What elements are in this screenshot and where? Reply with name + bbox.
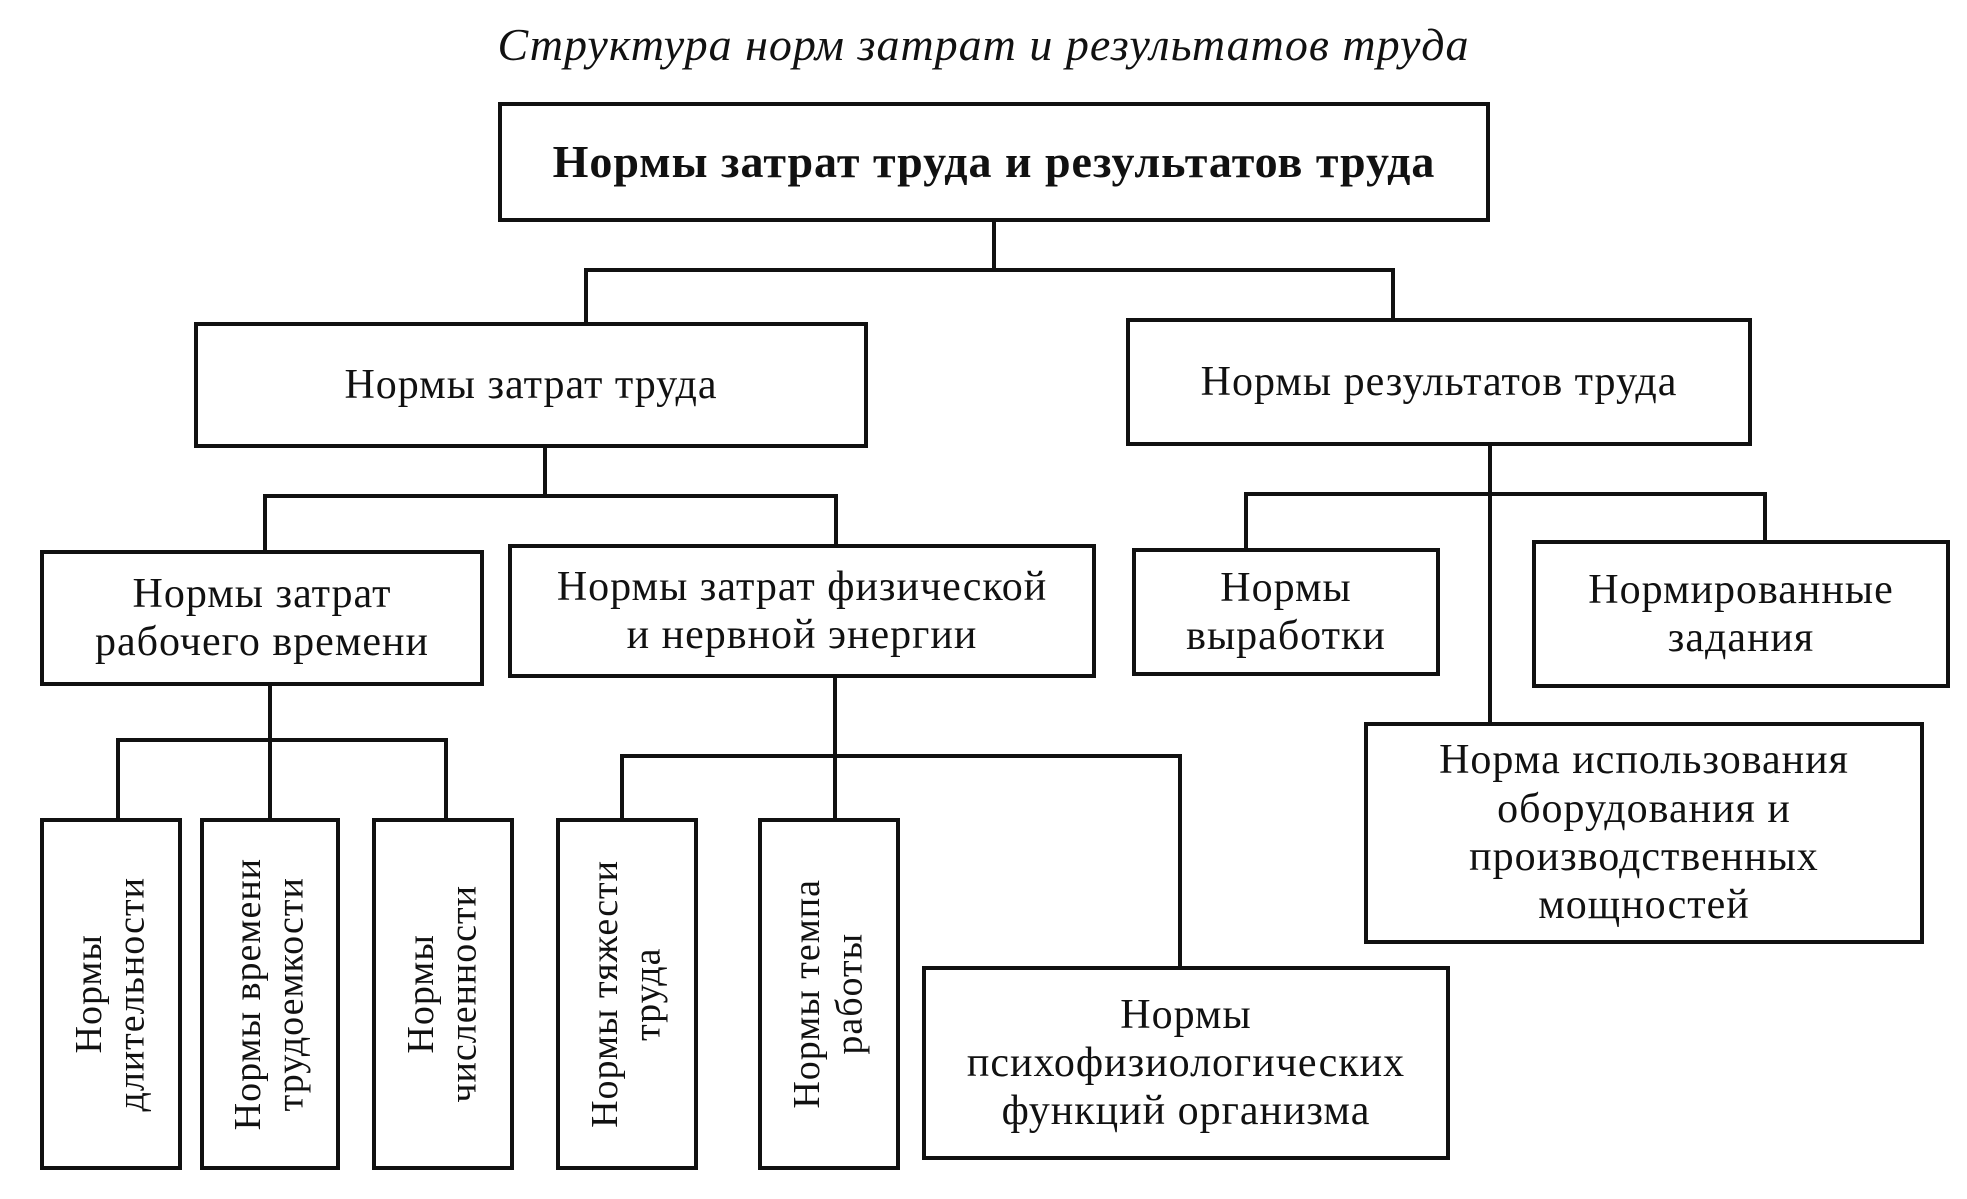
diagram-caption: Структура норм затрат и результатов труд… [497, 19, 1470, 70]
labor-costs-label: Нормы затрат труда [344, 361, 718, 408]
standardized-tasks-label: Нормированные задания [1588, 566, 1894, 661]
labor-costs-box: Нормы затрат труда [194, 322, 868, 448]
severity-box: Нормы тяжести труда [556, 818, 698, 1170]
working-time-label: Нормы затрат рабочего времени [94, 570, 429, 665]
labor-results-box: Нормы результатов труда [1126, 318, 1752, 446]
labor-intensity-label: Нормы времени трудоемкости [227, 857, 312, 1131]
energy-label: Нормы затрат физической и нервной энерги… [556, 563, 1048, 658]
output-label: Нормы выработки [1186, 564, 1386, 659]
equipment-use-box: Норма использования оборудования и произ… [1364, 722, 1924, 944]
pace-label: Нормы темпа работы [786, 879, 871, 1109]
labor-intensity-box: Нормы времени трудоемкости [200, 818, 340, 1170]
standardized-tasks-box: Нормированные задания [1532, 540, 1950, 688]
root-label: Нормы затрат труда и результатов труда [552, 135, 1436, 187]
energy-box: Нормы затрат физической и нервной энерги… [508, 544, 1096, 678]
headcount-box: Нормы численности [372, 818, 514, 1170]
psychophysiological-box: Нормы психофизиологических функций орган… [922, 966, 1450, 1160]
severity-label: Нормы тяжести труда [584, 860, 669, 1128]
headcount-label: Нормы численности [400, 885, 485, 1103]
psychophysiological-label: Нормы психофизиологических функций орган… [966, 991, 1406, 1135]
working-time-box: Нормы затрат рабочего времени [40, 550, 484, 686]
duration-label: Нормы длительности [68, 876, 153, 1112]
output-box: Нормы выработки [1132, 548, 1440, 676]
duration-box: Нормы длительности [40, 818, 182, 1170]
equipment-use-label: Норма использования оборудования и произ… [1439, 737, 1849, 929]
labor-results-label: Нормы результатов труда [1200, 358, 1678, 405]
root-box: Нормы затрат труда и результатов труда [498, 102, 1490, 222]
pace-box: Нормы темпа работы [758, 818, 900, 1170]
